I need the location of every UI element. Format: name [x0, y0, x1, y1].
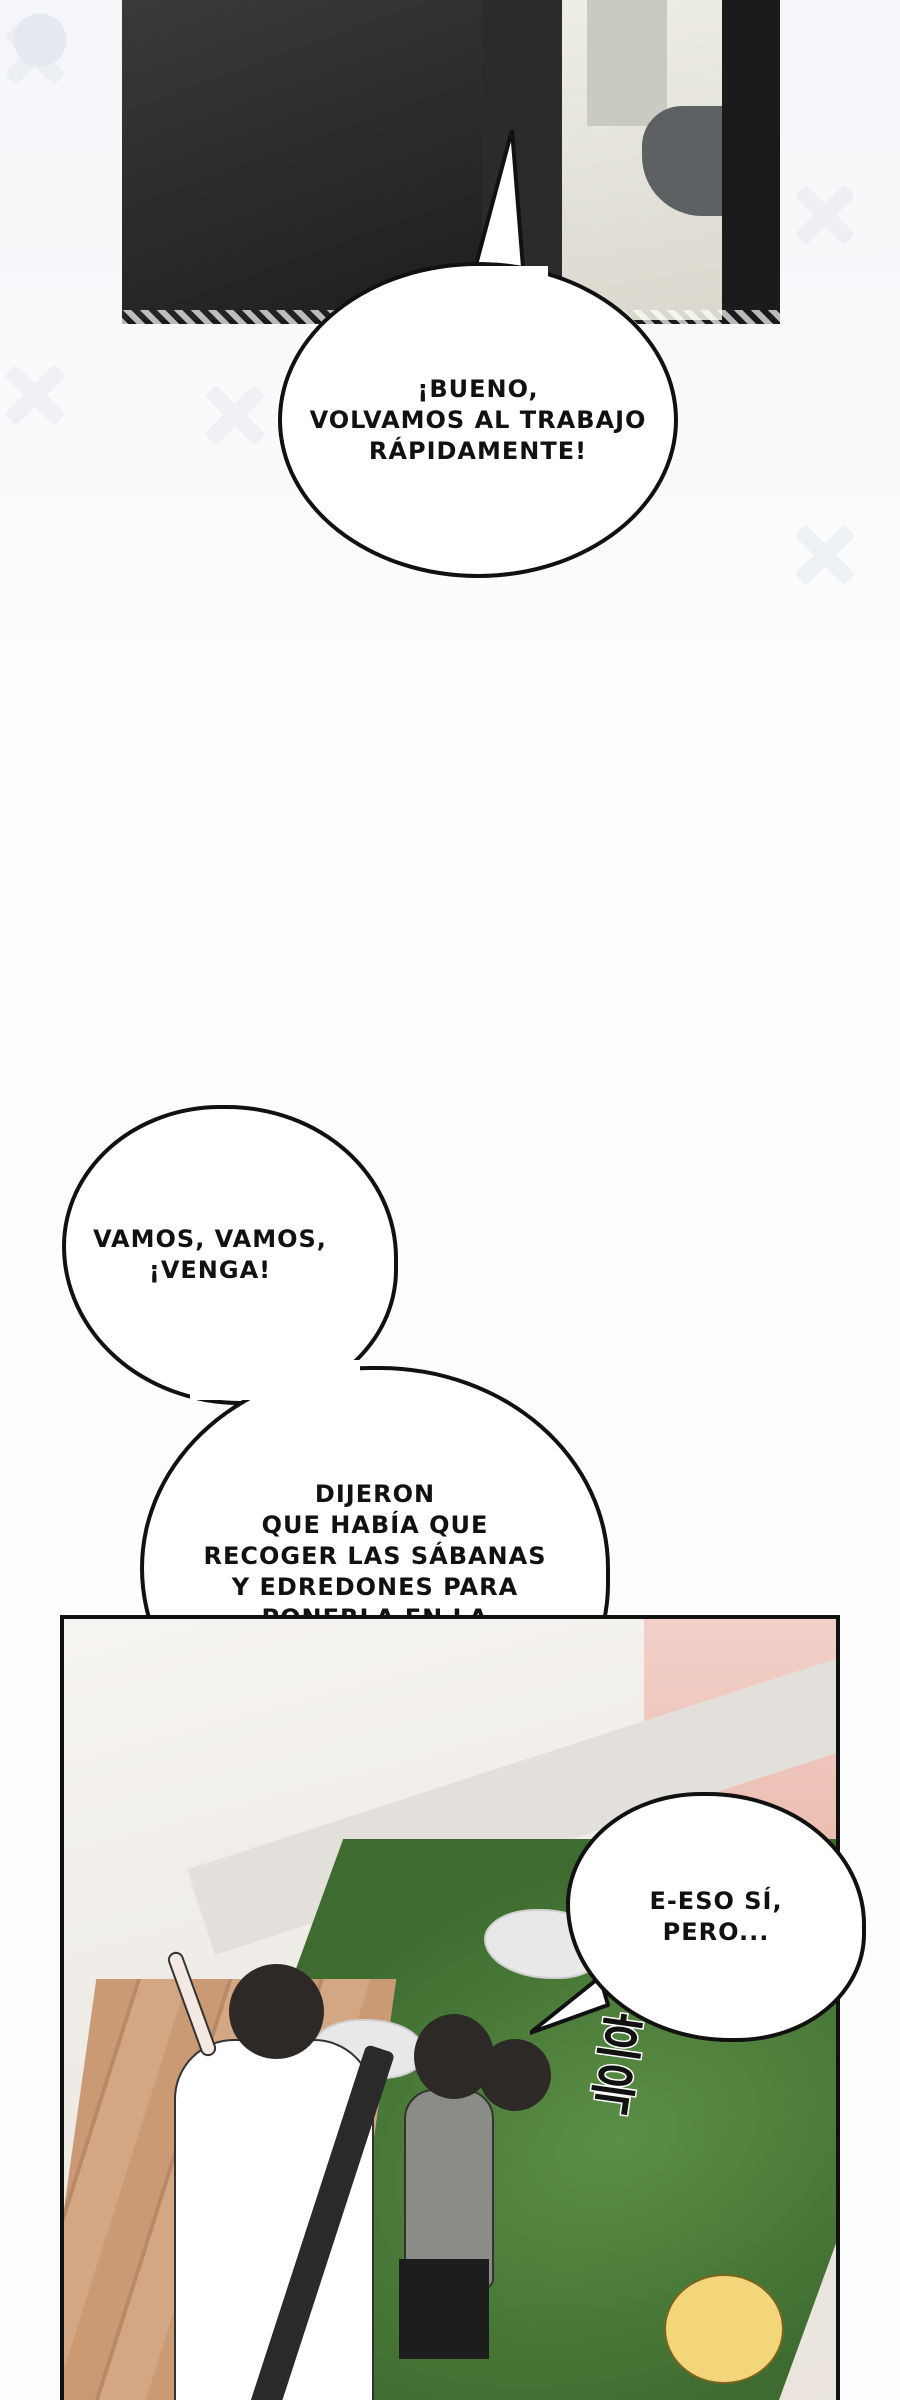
speech-bubble-4: E-ESO SÍ, PERO...: [566, 1792, 866, 2042]
dark-coat-figure: [122, 0, 482, 320]
speech-bubble-3-text: DIJERON QUE HABÍA QUE RECOGER LAS SÁBANA…: [203, 1480, 547, 1663]
bubble-tail: [470, 130, 526, 280]
second-woman-hair: [479, 2039, 551, 2111]
x-pattern-icon: [790, 180, 860, 250]
x-pattern-icon: [200, 380, 270, 450]
x-pattern-icon: [790, 520, 860, 590]
woman-grey-shirt: [404, 2089, 494, 2289]
speech-bubble-1-text: ¡BUENO, VOLVAMOS AL TRABAJO RÁPIDAMENTE!: [309, 374, 647, 465]
man-hair: [229, 1964, 324, 2059]
x-pattern-icon: [0, 360, 70, 430]
gasp-sound-effect: 흐윽: [574, 2005, 651, 2119]
speech-bubble-4-text: E-ESO SÍ, PERO...: [649, 1887, 783, 1946]
shirt-collar: [587, 0, 667, 126]
black-shorts: [399, 2259, 489, 2359]
speech-bubble-2: VAMOS, VAMOS, ¡VENGA!: [62, 1105, 398, 1405]
long-hair: [722, 0, 780, 320]
top-panel: [122, 0, 780, 324]
speech-bubble-2-text: VAMOS, VAMOS, ¡VENGA!: [93, 1225, 327, 1284]
tail-join: [476, 266, 548, 288]
speech-bubble-1: ¡BUENO, VOLVAMOS AL TRABAJO RÁPIDAMENTE!: [278, 262, 678, 578]
blond-hair: [664, 2274, 784, 2384]
bubble-merge: [190, 1360, 360, 1400]
x-pattern-icon: [0, 20, 70, 90]
